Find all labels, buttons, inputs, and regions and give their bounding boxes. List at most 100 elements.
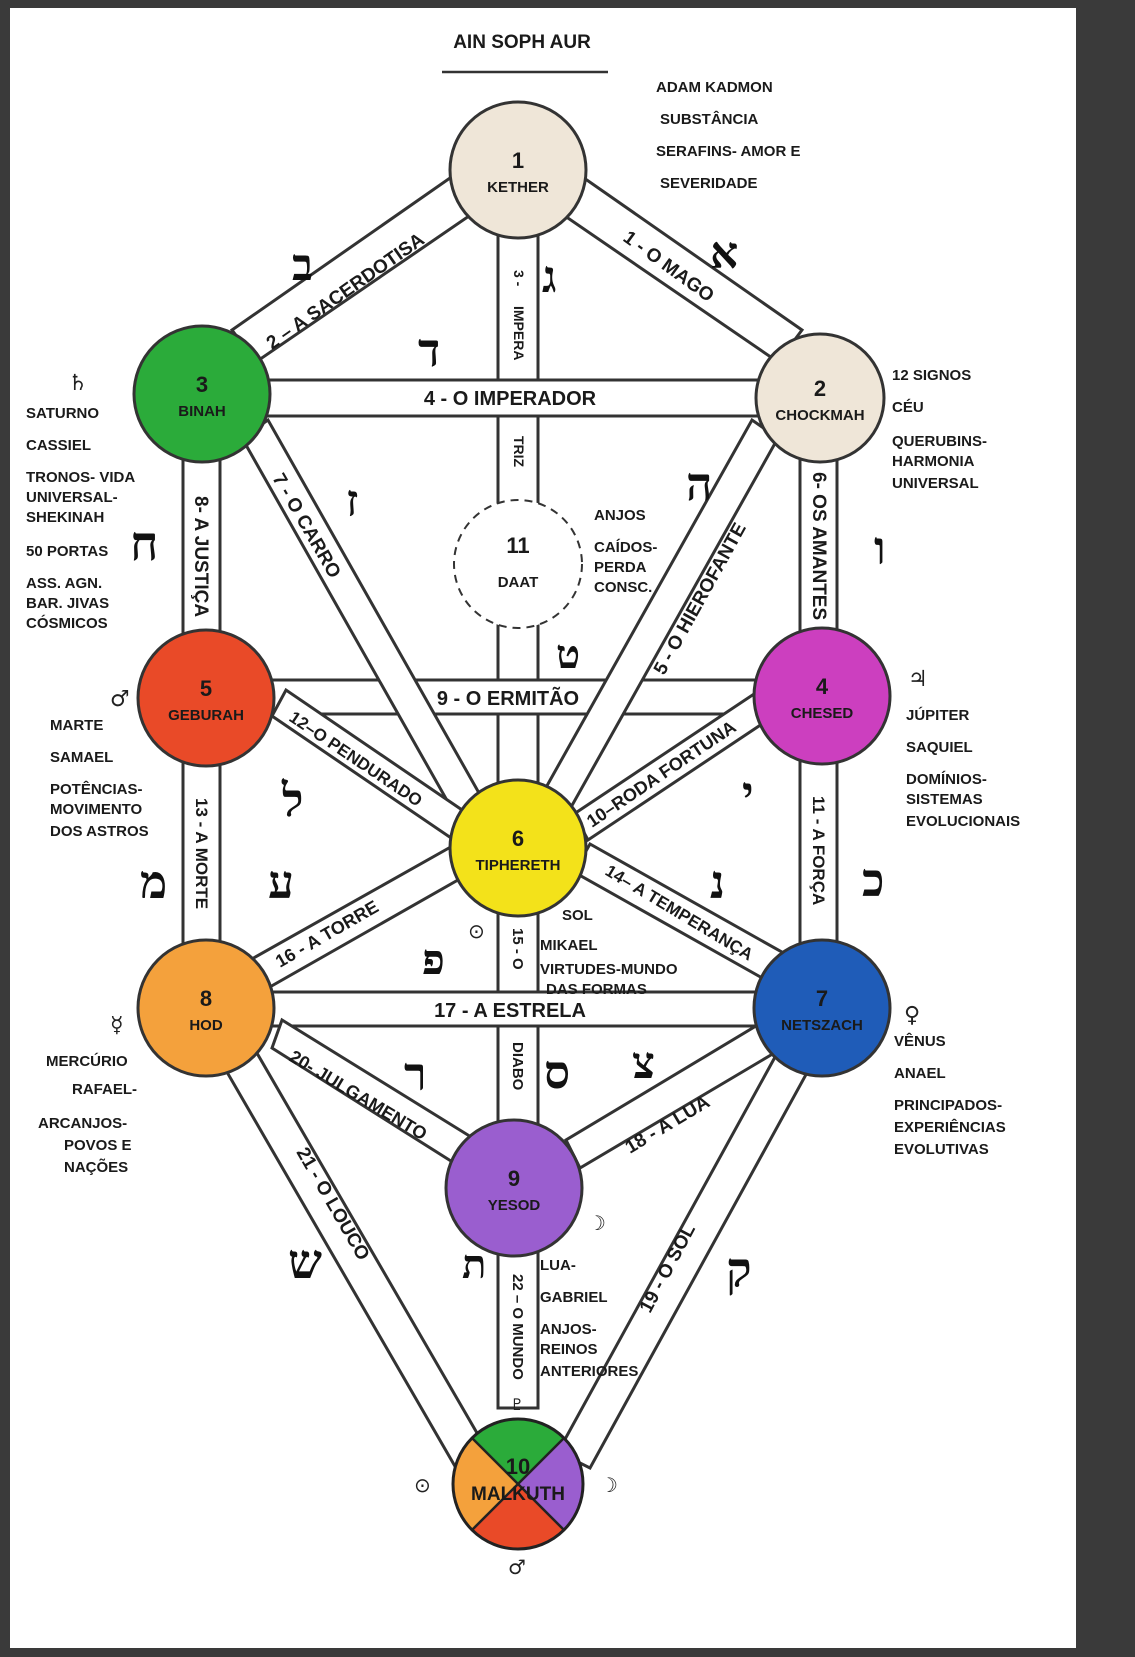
sephirah-tiphereth[interactable]: 6 TIPHERETH xyxy=(448,778,588,918)
yesod-note-2: ANJOS- xyxy=(540,1321,597,1338)
malkuth-quarter-bottom xyxy=(472,1484,564,1550)
chesed-note-4: EVOLUCIONAIS xyxy=(906,813,1020,830)
path-15-label: 15 - O xyxy=(509,928,526,970)
binah-note-0: SATURNO xyxy=(26,405,99,422)
netszach-note-3: EXPERIÊNCIAS xyxy=(894,1118,1006,1136)
hebrew-lamed: ל xyxy=(281,773,304,827)
hebrew-he: ה xyxy=(686,457,712,511)
yesod-note-1: GABRIEL xyxy=(540,1289,608,1306)
hod-note-4: NAÇÕES xyxy=(64,1158,128,1176)
hebrew-vav: ו xyxy=(874,521,886,575)
netszach-circle xyxy=(752,938,892,1078)
malkuth-number: 10 xyxy=(506,1454,530,1479)
chesed-circle xyxy=(752,626,892,766)
yesod-note-0: LUA- xyxy=(540,1257,576,1274)
hebrew-aleph: א xyxy=(710,228,738,279)
chesed-number: 4 xyxy=(816,674,829,699)
hebrew-kaph: כ xyxy=(862,853,884,907)
binah-name: BINAH xyxy=(178,403,226,420)
chockmah-note-3: HARMONIA xyxy=(892,453,975,470)
binah-note-1: CASSIEL xyxy=(26,437,91,454)
annotations: ADAM KADMON SUBSTÂNCIA SERAFINS- AMOR E … xyxy=(26,79,1020,1579)
binah-note-6: ASS. AGN. xyxy=(26,575,102,592)
sephirah-kether[interactable]: 1 KETHER xyxy=(448,100,588,240)
path-14-label: 14– A TEMPERANÇA xyxy=(602,861,756,964)
geburah-circle xyxy=(136,628,276,768)
geburah-name: GEBURAH xyxy=(168,707,244,724)
tiphereth-note-2: VIRTUDES-MUNDO xyxy=(540,961,678,978)
hod-number: 8 xyxy=(200,986,212,1011)
yesod-number: 9 xyxy=(508,1166,520,1191)
venus-icon: ♀ xyxy=(904,1003,920,1028)
hod-note-1: RAFAEL- xyxy=(72,1081,137,1098)
geburah-note-0: MARTE xyxy=(50,717,103,734)
kether-note-3: SEVERIDADE xyxy=(660,175,758,192)
path-4-label: 4 - O IMPERADOR xyxy=(424,388,597,410)
hod-note-2: ARCANJOS- xyxy=(38,1115,127,1132)
binah-note-2: TRONOS- VIDA xyxy=(26,469,135,486)
netszach-note-2: PRINCIPADOS- xyxy=(894,1097,1002,1114)
daat-circle xyxy=(453,499,583,629)
sephirah-hod[interactable]: 8 HOD xyxy=(136,938,276,1078)
path-22-label: 22 – O MUNDO xyxy=(509,1274,526,1380)
hebrew-resh: ר xyxy=(404,1047,427,1101)
sephirah-malkuth[interactable]: 10 MALKUTH xyxy=(451,1417,585,1551)
path-3-label-b: IMPERA xyxy=(511,306,527,360)
sephirah-geburah[interactable]: 5 GEBURAH xyxy=(136,628,276,768)
sephirah-daat[interactable]: 11 DAAT xyxy=(453,499,583,629)
pluto-icon: ♇ xyxy=(510,1395,524,1414)
chockmah-circle xyxy=(754,332,886,464)
path-6-label: 6- OS AMANTES xyxy=(808,472,829,620)
malkuth-divider-b xyxy=(471,1437,565,1531)
tiphereth-note-3: DAS FORMAS xyxy=(546,981,647,998)
chockmah-note-0: 12 SIGNOS xyxy=(892,367,971,384)
sephirah-binah[interactable]: 3 BINAH xyxy=(132,324,272,464)
sephirah-yesod[interactable]: 9 YESOD xyxy=(444,1118,584,1258)
daat-note-3: CONSC. xyxy=(594,579,652,596)
mercury-icon: ☿ xyxy=(110,1013,124,1038)
sephirah-netszach[interactable]: 7 NETSZACH xyxy=(752,938,892,1078)
tiphereth-circle xyxy=(448,778,588,918)
hebrew-beth: ב xyxy=(292,240,313,291)
geburah-number: 5 xyxy=(200,676,212,701)
path-3-label-c: TRIZ xyxy=(511,436,527,468)
netszach-note-4: EVOLUTIVAS xyxy=(894,1141,989,1158)
malkuth-moon-icon: ☽ xyxy=(600,1473,618,1497)
daat-note-1: CAÍDOS- xyxy=(594,539,657,556)
hebrew-nun: נ xyxy=(710,855,725,909)
chockmah-note-1: CÉU xyxy=(892,399,924,416)
kether-circle xyxy=(448,100,588,240)
yesod-circle xyxy=(444,1118,584,1258)
geburah-note-1: SAMAEL xyxy=(50,749,113,766)
hebrew-yod: י xyxy=(742,768,754,819)
path-13-label: 13 - A MORTE xyxy=(192,798,211,909)
chockmah-note-4: UNIVERSAL xyxy=(892,475,979,492)
chesed-name: CHESED xyxy=(791,705,854,722)
path-11-label: 11 - A FORÇA xyxy=(809,796,828,905)
path-9-label: 9 - O ERMITÃO xyxy=(437,687,579,710)
tiphereth-note-1: MIKAEL xyxy=(540,937,598,954)
hod-circle xyxy=(136,938,276,1078)
daat-number: 11 xyxy=(506,533,529,558)
geburah-note-2: POTÊNCIAS- xyxy=(50,780,143,798)
path-8-label: 8- A JUSTIÇA xyxy=(190,496,211,617)
chockmah-note-2: QUERUBINS- xyxy=(892,433,987,450)
malkuth-sun-icon: ⊙ xyxy=(414,1473,431,1497)
kether-number: 1 xyxy=(512,148,524,173)
jupiter-icon: ♃ xyxy=(908,667,928,692)
daat-note-2: PERDA xyxy=(594,559,647,576)
chesed-note-2: DOMÍNIOS- xyxy=(906,771,987,788)
hebrew-tsadi: צ xyxy=(632,1038,655,1089)
chesed-note-1: SAQUIEL xyxy=(906,739,973,756)
title: AIN SOPH AUR xyxy=(453,32,591,53)
sephirah-chesed[interactable]: 4 CHESED xyxy=(752,626,892,766)
chesed-note-0: JÚPITER xyxy=(906,706,970,724)
tiphereth-note-0: SOL xyxy=(562,907,593,924)
hebrew-gimel: ג xyxy=(542,252,557,303)
mars-icon: ♂ xyxy=(110,687,130,712)
kether-note-0: ADAM KADMON xyxy=(656,79,773,96)
netszach-name: NETSZACH xyxy=(781,1017,863,1034)
hebrew-pe: פ xyxy=(422,935,445,984)
tree-of-life-diagram: AIN SOPH AUR xyxy=(10,8,1076,1648)
sephirah-chockmah[interactable]: 2 CHOCKMAH xyxy=(754,332,886,464)
